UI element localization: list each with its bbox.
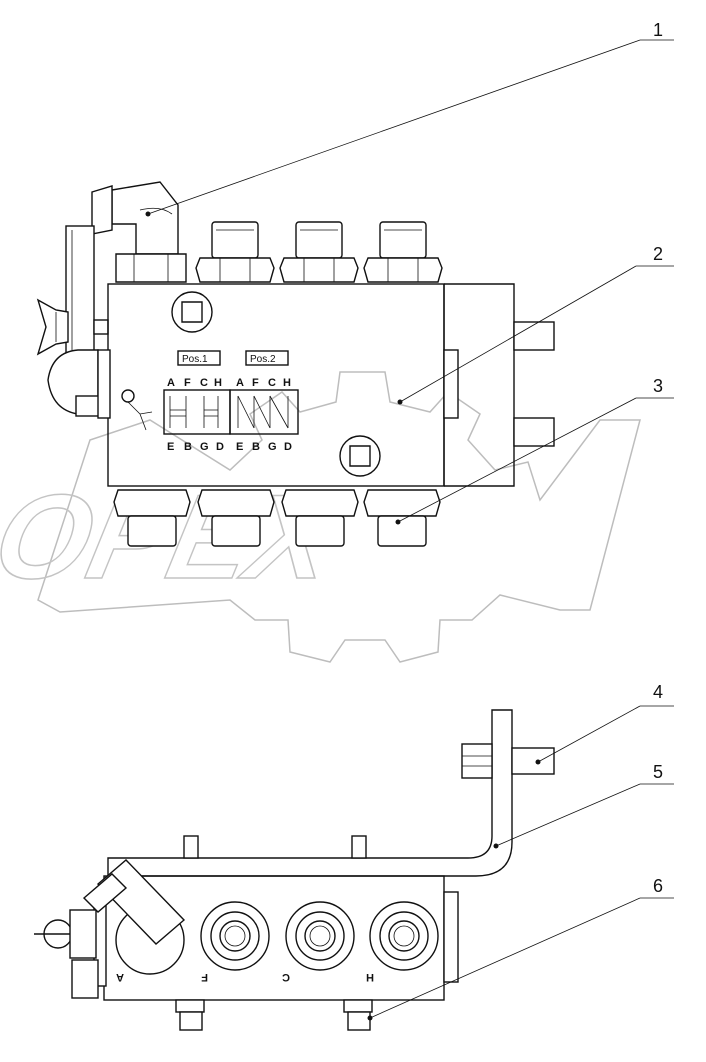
position-plate: Pos.1 Pos.2 A F C H A F C H E B G D E B xyxy=(121,350,299,453)
bottom-port-4: E xyxy=(236,441,243,453)
elbow-fitting xyxy=(91,181,187,283)
top-port-3: H xyxy=(214,377,222,389)
port-f-fitting xyxy=(200,901,270,971)
top-port-1: F xyxy=(184,377,191,389)
side-port-a: A xyxy=(116,971,124,983)
bottom-fitting-4 xyxy=(363,489,441,547)
bottom-fitting-2 xyxy=(197,489,275,547)
top-port-6: C xyxy=(268,377,276,389)
bottom-port-6: G xyxy=(268,441,277,453)
top-view: Pos.1 Pos.2 A F C H A F C H E B G D E B xyxy=(36,181,555,547)
bottom-fitting-3 xyxy=(281,489,359,547)
pos2-label: Pos.2 xyxy=(250,354,276,365)
top-stud-right xyxy=(351,835,367,859)
callout-4-label: 4 xyxy=(653,682,663,702)
side-port-h: H xyxy=(366,971,374,983)
bottom-port-7: D xyxy=(284,441,292,453)
valve-block-top xyxy=(97,283,555,487)
bottom-port-0: E xyxy=(167,441,174,453)
side-lever xyxy=(34,909,99,999)
pos1-label: Pos.1 xyxy=(182,354,208,365)
callout-6-label: 6 xyxy=(653,876,663,896)
bottom-port-2: G xyxy=(200,441,209,453)
side-port-f: F xyxy=(201,971,208,983)
top-port-2: C xyxy=(200,377,208,389)
callout-2: 2 xyxy=(397,244,674,405)
bottom-port-5: B xyxy=(252,441,260,453)
callout-5: 5 xyxy=(493,762,674,849)
lever-indicator-icon xyxy=(121,389,135,403)
top-port-5: F xyxy=(252,377,259,389)
bracket-bolt xyxy=(461,743,555,779)
bottom-bolt-right xyxy=(343,999,373,1031)
callout-3: 3 xyxy=(395,376,674,525)
callout-2-label: 2 xyxy=(653,244,663,264)
side-elbow-fitting xyxy=(82,859,186,975)
bottom-port-3: D xyxy=(216,441,224,453)
top-fitting-2 xyxy=(279,221,359,283)
top-fitting-3 xyxy=(363,221,443,283)
port-h-fitting xyxy=(369,901,439,971)
callout-5-label: 5 xyxy=(653,762,663,782)
port-c-fitting xyxy=(285,901,355,971)
callout-1: 1 xyxy=(145,20,674,217)
top-fitting-1 xyxy=(195,221,275,283)
top-port-0: A xyxy=(167,377,175,389)
callout-6: 6 xyxy=(367,876,674,1021)
bottom-port-1: B xyxy=(184,441,192,453)
side-port-c: C xyxy=(282,971,290,983)
left-pipe xyxy=(65,225,109,357)
callout-4: 4 xyxy=(535,682,674,765)
top-port-4: A xyxy=(236,377,244,389)
top-stud-left xyxy=(183,835,199,859)
callout-3-label: 3 xyxy=(653,376,663,396)
top-port-7: H xyxy=(283,377,291,389)
watermark-gear-outline xyxy=(37,371,641,663)
bottom-fitting-1 xyxy=(113,489,191,547)
mounting-bracket xyxy=(107,709,513,877)
wing-nut xyxy=(36,298,69,356)
side-view: A F C H xyxy=(34,709,555,1031)
bottom-bolt-left xyxy=(175,999,205,1031)
callout-1-label: 1 xyxy=(653,20,663,40)
